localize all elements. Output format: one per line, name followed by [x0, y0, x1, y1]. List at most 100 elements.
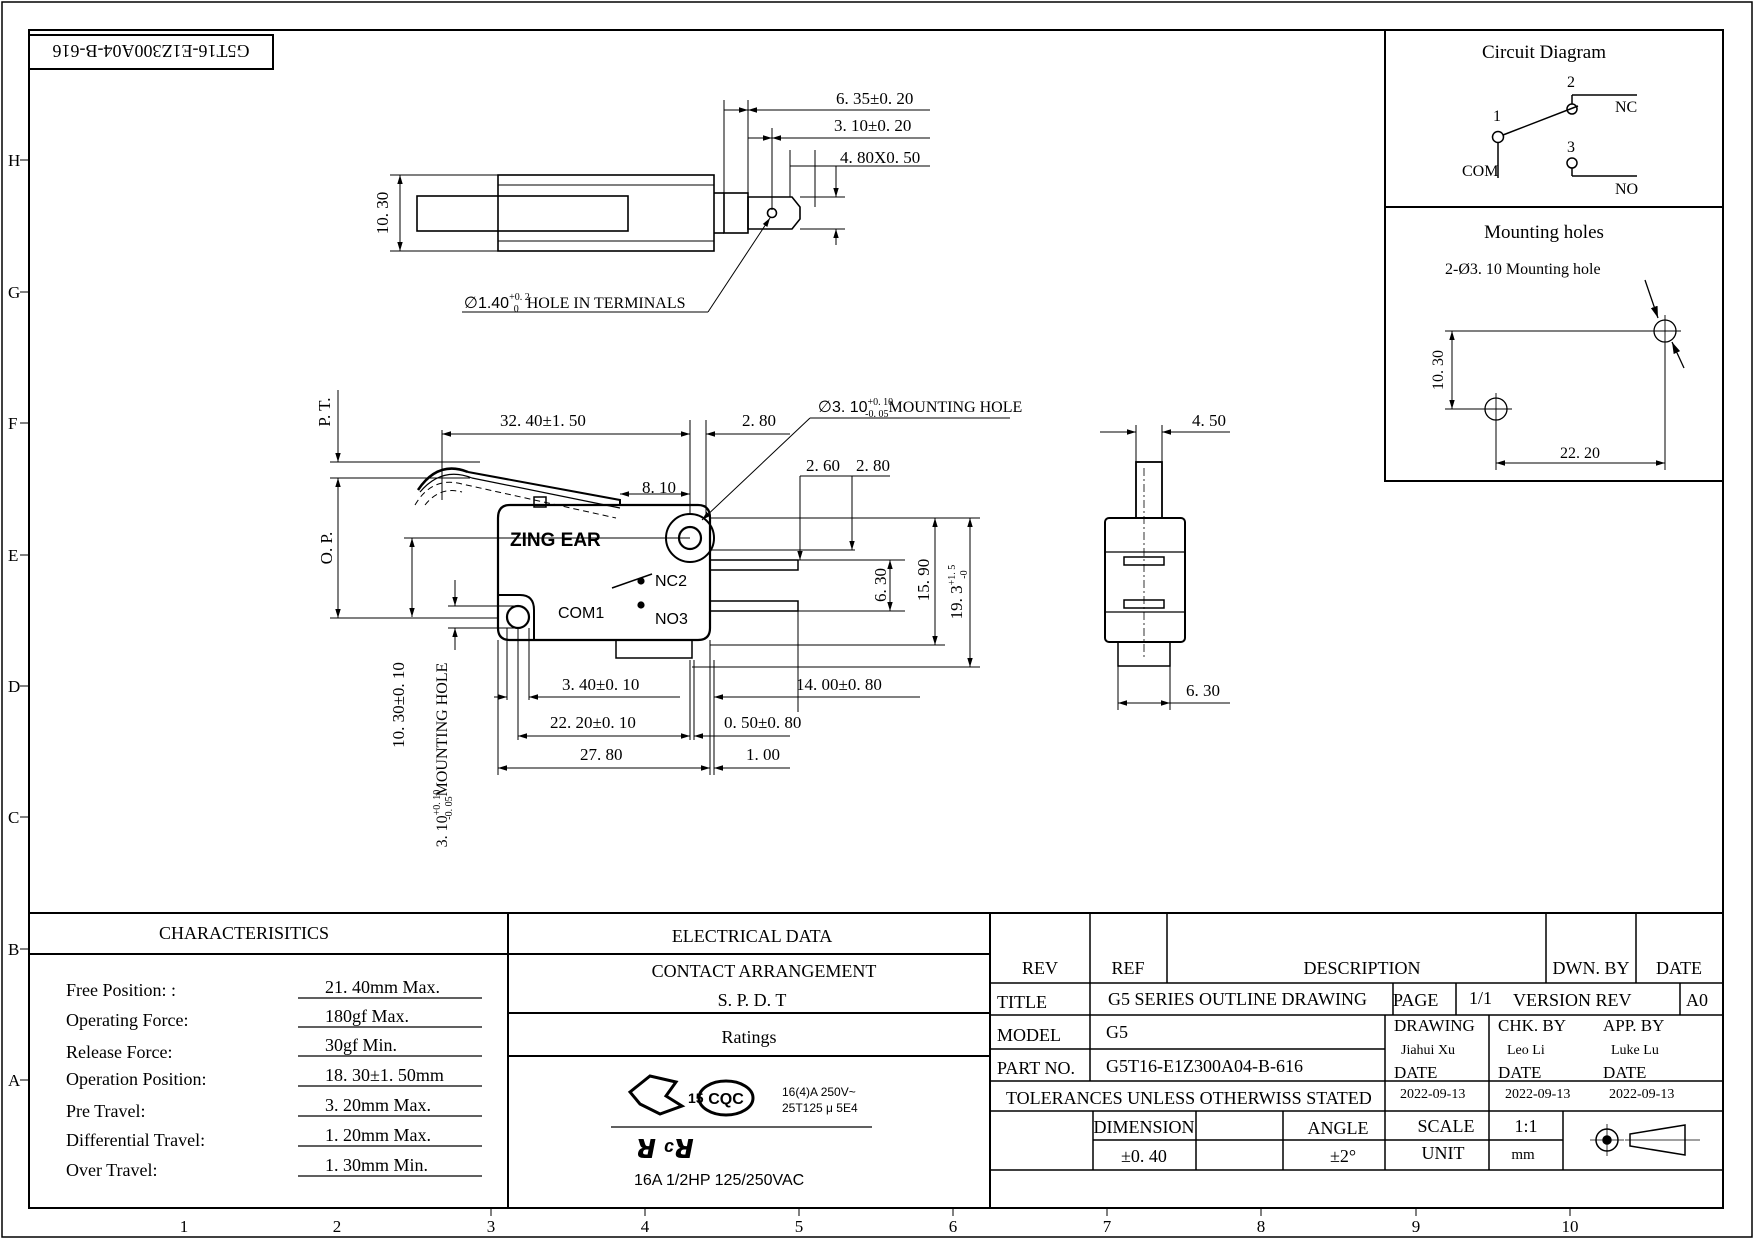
title-block-text: REV REF DESCRIPTION DWN. BY DATE TITLE G…: [997, 958, 1708, 1166]
dim-label: 32. 40±1. 50: [500, 411, 586, 430]
no-circuit-label: NO: [1615, 181, 1638, 198]
bottom-table-frame: [29, 912, 1723, 1208]
app-label: APP. BY: [1603, 1016, 1664, 1035]
grid-row-label: F: [8, 414, 17, 433]
scale-value: 1:1: [1514, 1116, 1537, 1136]
enec-logo-icon: [627, 1074, 686, 1116]
grid-row-ticks: [20, 159, 29, 1081]
grid-col-ticks: [490, 1208, 1571, 1216]
contact-arrangement-value: S. P. D. T: [718, 990, 787, 1010]
char-value: 21. 40mm Max.: [325, 977, 440, 997]
char-value: 3. 20mm Max.: [325, 1095, 431, 1115]
char-label: Differential Travel:: [66, 1130, 205, 1150]
char-label: Over Travel:: [66, 1160, 158, 1180]
model-label: MODEL: [997, 1025, 1061, 1045]
grid-row-label: G: [8, 283, 20, 302]
front-view-dim-labels: P. T. O. P. 32. 40±1. 50 2. 80 ∅3. 10+0.…: [315, 397, 1022, 847]
dim-label: 4. 80X0. 50: [840, 148, 920, 167]
grid-row-label: B: [8, 940, 19, 959]
drawing-value: Jiahui Xu: [1401, 1043, 1455, 1058]
characteristics-table: CHARACTERISITICS Free Position: : 21. 40…: [66, 923, 444, 1180]
dim-label: 6. 35±0. 20: [836, 89, 913, 108]
mounting-labels: Mounting holes 2-Ø3. 10 Mounting hole 10…: [1430, 222, 1604, 462]
scale-label: SCALE: [1417, 1116, 1474, 1136]
char-value: 180gf Max.: [325, 1006, 409, 1026]
grid-col-label: 7: [1103, 1217, 1112, 1236]
grid-row-label: A: [8, 1071, 21, 1090]
nc-circuit-label: NC: [1615, 99, 1637, 116]
date-label-3: DATE: [1603, 1063, 1646, 1082]
grid-col-label: 8: [1257, 1217, 1266, 1236]
pin-2-label: 2: [1567, 74, 1575, 91]
ref-header: REF: [1111, 958, 1144, 978]
dim-label: 15. 90: [914, 559, 933, 602]
char-value: 18. 30±1. 50mm: [325, 1065, 444, 1085]
version-label: VERSION REV: [1513, 990, 1632, 1010]
grid-col-label: 1: [180, 1217, 189, 1236]
characteristics-header: CHARACTERISITICS: [159, 923, 329, 943]
grid-col-labels: 1 2 3 4 5 6 7 8 9 10: [180, 1217, 1579, 1236]
char-value: 30gf Min.: [325, 1035, 397, 1055]
front-view-lever-dashed: [414, 481, 617, 519]
front-view-body: [416, 467, 799, 659]
grid-col-label: 3: [487, 1217, 496, 1236]
date-label-2: DATE: [1498, 1063, 1541, 1082]
circuit-title: Circuit Diagram: [1482, 42, 1606, 63]
tolerances-label: TOLERANCES UNLESS OTHERWISS STATED: [1006, 1088, 1372, 1108]
ul-logo-icon: ꓤ ᶜꓤ: [636, 1134, 694, 1164]
part-label: PART NO.: [997, 1058, 1075, 1078]
version-value: A0: [1686, 990, 1708, 1010]
front-view-dims: [330, 390, 1010, 775]
date-value-3: 2022-09-13: [1609, 1087, 1674, 1102]
circuit-diagram: [1491, 94, 1637, 178]
drawing-label: DRAWING: [1394, 1016, 1475, 1035]
dwn-by-header: DWN. BY: [1553, 958, 1630, 978]
brand-label: ZING EAR: [510, 530, 601, 551]
title-label: TITLE: [997, 992, 1047, 1012]
dim-label: 6. 30: [1186, 681, 1220, 700]
char-underlines: [298, 997, 482, 1177]
dimension-label: DIMENSION: [1094, 1117, 1195, 1137]
dim-label: 2. 80: [856, 456, 890, 475]
projection-symbol-icon: [1590, 1124, 1700, 1156]
grid-col-label: 4: [641, 1217, 650, 1236]
dim-label: 3. 10±0. 20: [834, 116, 911, 135]
unit-label: UNIT: [1422, 1143, 1465, 1163]
char-label: Operation Position:: [66, 1069, 207, 1089]
side-view-labels: 4. 50 6. 30: [1186, 411, 1226, 700]
rating-line-1: 16(4)A 250V~: [782, 1085, 856, 1099]
title-block-grid: [990, 913, 1723, 1171]
dim-label: 10. 30: [373, 192, 392, 235]
page-value: 1/1: [1469, 988, 1492, 1008]
angle-tolerance: ±2°: [1330, 1146, 1356, 1166]
certification-logos: 15 CQC 16(4)A 250V~ 25T125 μ 5E4 ꓤ ᶜꓤ 16…: [627, 1074, 858, 1189]
top-view-dims: [390, 100, 930, 313]
dim-label: 1. 00: [746, 745, 780, 764]
dim-label: 14. 00±0. 80: [796, 675, 882, 694]
char-value: 1. 20mm Max.: [325, 1125, 431, 1145]
dim-label: 2. 60: [806, 456, 840, 475]
dim-label: 27. 80: [580, 745, 623, 764]
dim-label: 10. 30: [1430, 350, 1447, 390]
pt-label: P. T.: [315, 397, 334, 426]
nc-label: NC2: [655, 573, 687, 590]
side-view-dims: [1100, 425, 1230, 710]
pin-1-label: 1: [1493, 108, 1501, 125]
char-label: Release Force:: [66, 1042, 172, 1062]
char-value: 1. 30mm Min.: [325, 1155, 428, 1175]
side-view: [1104, 461, 1186, 667]
drawing-number-rotated: G5T16-E1Z300A04-B-616: [53, 41, 250, 61]
grid-col-label: 9: [1412, 1217, 1421, 1236]
rev-header: REV: [1022, 958, 1058, 978]
page-label: PAGE: [1393, 990, 1438, 1010]
date-header: DATE: [1656, 958, 1702, 978]
cqc-logo-text: CQC: [708, 1091, 744, 1108]
grid-row-label: E: [8, 546, 18, 565]
model-value: G5: [1106, 1022, 1128, 1042]
com-label: COM1: [558, 605, 604, 622]
char-label: Operating Force:: [66, 1010, 188, 1030]
app-value: Luke Lu: [1611, 1043, 1659, 1058]
angle-label: ANGLE: [1308, 1118, 1369, 1138]
dim-label: 22. 20±0. 10: [550, 713, 636, 732]
